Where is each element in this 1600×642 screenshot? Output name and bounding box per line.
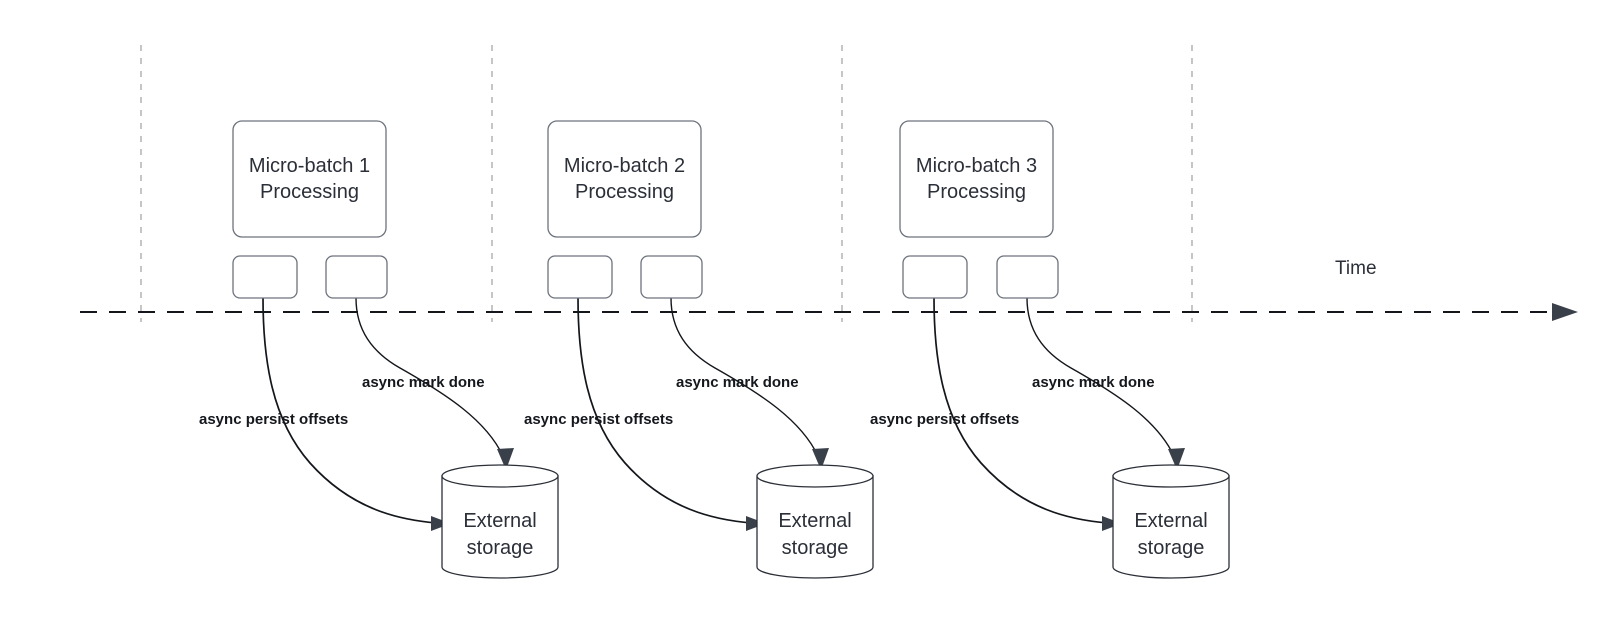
edge-mark-done-1 <box>355 297 504 457</box>
micro-batch-processing-box-3[interactable] <box>899 120 1054 238</box>
external-storage-body-3 <box>1112 475 1230 579</box>
arrowhead-persist-offsets-3 <box>1102 516 1122 531</box>
arrowhead-persist-offsets-2 <box>746 516 766 531</box>
edge-mark-done-2 <box>670 297 819 457</box>
task-box-2-left[interactable] <box>547 255 613 299</box>
external-storage-top-3 <box>1112 464 1230 488</box>
external-storage-top-1 <box>441 464 559 488</box>
external-storage-label-2-line1: External <box>778 510 851 532</box>
micro-batch-processing-label-2-line1: Micro-batch 2 <box>564 155 685 177</box>
edge-label-mark-done-1: async mark done <box>362 374 485 391</box>
group-2: Micro-batch 2 Processing async persist o… <box>524 120 874 579</box>
edge-mark-done-3 <box>1026 297 1175 457</box>
task-box-1-left[interactable] <box>232 255 298 299</box>
external-storage-label-3-line2: storage <box>1138 537 1205 559</box>
edge-label-persist-offsets-2: async persist offsets <box>524 411 673 428</box>
arrowhead-mark-done-3 <box>1168 448 1185 470</box>
group-3: Micro-batch 3 Processing async persist o… <box>870 120 1230 579</box>
task-box-1-right[interactable] <box>325 255 388 299</box>
micro-batch-processing-box-2[interactable] <box>547 120 702 238</box>
micro-batch-processing-label-2-line2: Processing <box>575 181 674 203</box>
timeline-axis: Time <box>80 258 1578 321</box>
external-storage-body-2 <box>756 475 874 579</box>
external-storage-3[interactable]: External storage <box>1112 464 1230 579</box>
group-1: Micro-batch 1 Processing async persist o… <box>199 120 559 579</box>
edge-persist-offsets-1 <box>262 297 438 524</box>
edge-persist-offsets-3 <box>933 297 1109 524</box>
arrowhead-mark-done-2 <box>812 448 829 470</box>
arrowhead-mark-done-1 <box>497 448 514 470</box>
edge-label-persist-offsets-1: async persist offsets <box>199 411 348 428</box>
external-storage-2[interactable]: External storage <box>756 464 874 579</box>
external-storage-top-2 <box>756 464 874 488</box>
arrowhead-persist-offsets-1 <box>431 516 451 531</box>
task-box-2-right[interactable] <box>640 255 703 299</box>
edge-persist-offsets-2 <box>577 297 753 524</box>
micro-batch-processing-label-1-line2: Processing <box>260 181 359 203</box>
external-storage-label-3-line1: External <box>1134 510 1207 532</box>
arrow-right-icon <box>1552 303 1578 321</box>
edge-label-persist-offsets-3: async persist offsets <box>870 411 1019 428</box>
micro-batch-processing-label-1-line1: Micro-batch 1 <box>249 155 370 177</box>
micro-batch-processing-label-3-line1: Micro-batch 3 <box>916 155 1037 177</box>
edge-label-mark-done-2: async mark done <box>676 374 799 391</box>
edge-label-mark-done-3: async mark done <box>1032 374 1155 391</box>
micro-batch-processing-box-1[interactable] <box>232 120 387 238</box>
external-storage-1[interactable]: External storage <box>441 464 559 579</box>
external-storage-body-1 <box>441 475 559 579</box>
task-box-3-right[interactable] <box>996 255 1059 299</box>
micro-batch-processing-label-3-line2: Processing <box>927 181 1026 203</box>
time-axis-label: Time <box>1335 258 1377 279</box>
external-storage-label-2-line2: storage <box>782 537 849 559</box>
task-box-3-left[interactable] <box>902 255 968 299</box>
external-storage-label-1-line2: storage <box>467 537 534 559</box>
external-storage-label-1-line1: External <box>463 510 536 532</box>
